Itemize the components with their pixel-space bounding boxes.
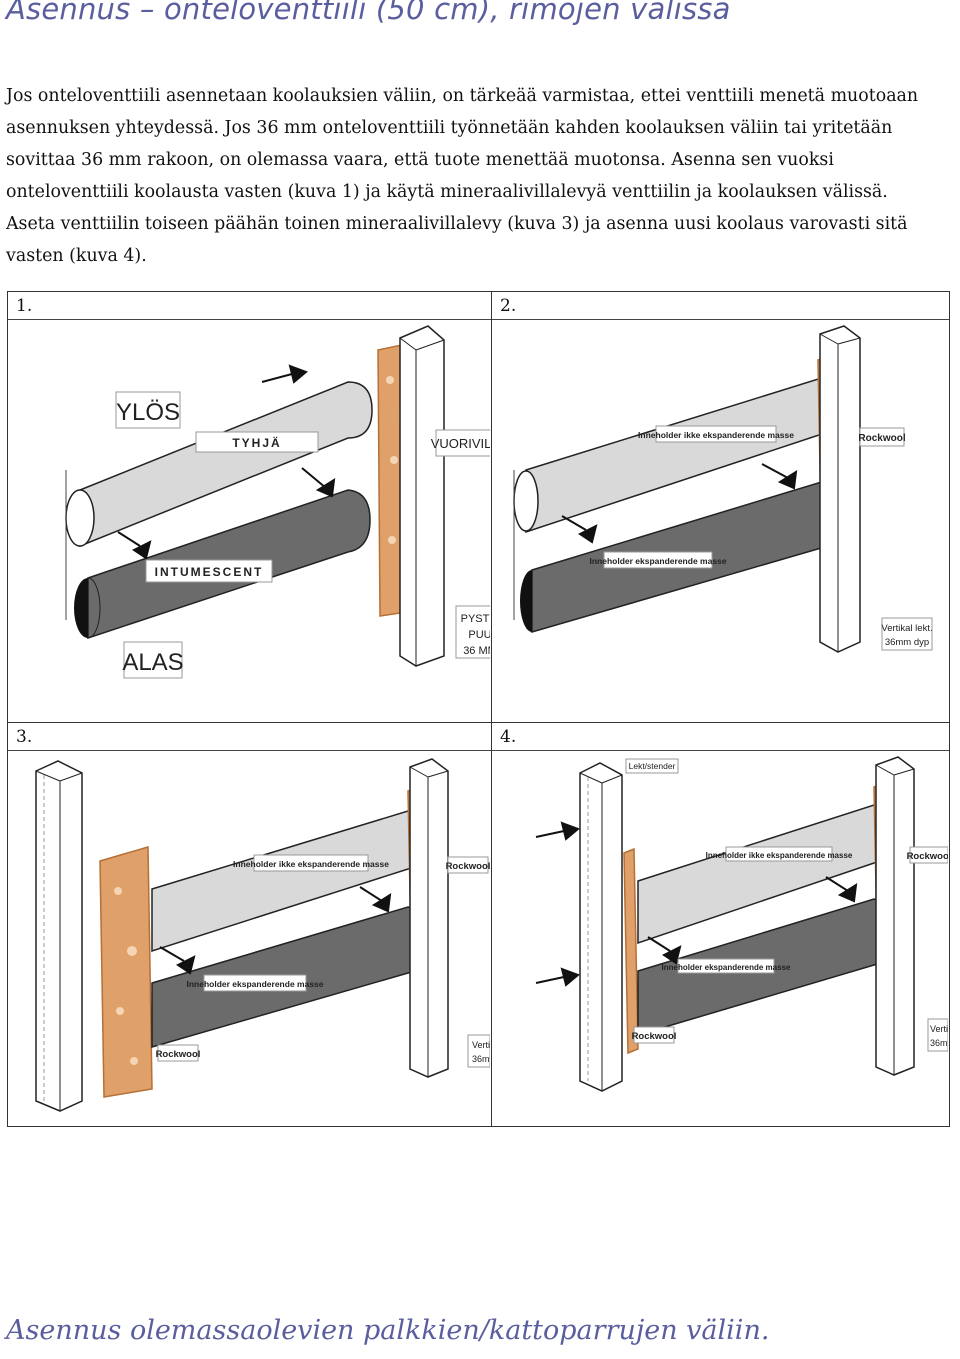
label-batten-1: Vertikal lekt.	[881, 623, 932, 634]
document-title: Asennus – onteloventtiili (50 cm), rimoj…	[6, 0, 731, 26]
intro-line: Aseta venttiilin toiseen päähän toinen m…	[6, 214, 908, 234]
label-batten-1: Vertikal lekt	[472, 1040, 490, 1050]
label-intumescent: INTUMESCENT	[155, 565, 264, 579]
intro-line: vasten (kuva 4).	[6, 246, 147, 266]
label-stud-2: PUU	[468, 629, 490, 641]
figure-2-drawing: Inneholder ikke ekspanderende masse Rock…	[513, 325, 933, 653]
label-batten-2: 36mm dyp	[885, 637, 929, 648]
intro-line: asennuksen yhteydessä. Jos 36 mm ontelov…	[6, 118, 893, 138]
label-no-expanding: Inneholder ikke ekspanderende masse	[706, 851, 853, 860]
divider	[492, 750, 949, 751]
divider	[8, 750, 491, 751]
bottom-heading: Asennus olemassaolevien palkkien/kattopa…	[6, 1315, 770, 1346]
label-empty: TYHJÄ	[232, 435, 281, 450]
arrow-icon	[561, 463, 798, 544]
label-stud-3: 36 MM	[463, 645, 490, 657]
label-expanding: Inneholder ekspanderende masse	[590, 556, 727, 566]
figure-grid: 1.	[7, 291, 950, 1127]
figure-4: 4. Lekt/	[491, 722, 949, 1126]
figure-3: 3. Inneholder ikke	[8, 722, 491, 1126]
divider	[8, 319, 491, 320]
label-batten-2: 36mm dyp	[930, 1038, 948, 1048]
label-rockwool-left: Rockwool	[632, 1031, 677, 1042]
label-rockwool-right: Rockwool	[907, 851, 948, 862]
label-stud-1: PYSTY-	[461, 613, 490, 625]
arrow-icon	[535, 821, 858, 987]
figure-4-drawing: Lekt/stender Inneholder ikke ekspanderen…	[535, 756, 948, 1092]
figure-number: 4.	[500, 727, 517, 747]
figure-1-drawing: YLÖS TYHJÄ VUORIVILLA INTUMESCENT ALAS P…	[65, 325, 490, 679]
arrow-icon	[117, 364, 336, 560]
label-no-expanding: Inneholder ikke ekspanderende masse	[233, 859, 389, 869]
label-rockwool-left: Rockwool	[156, 1049, 201, 1060]
divider	[492, 319, 949, 320]
figure-number: 3.	[16, 727, 33, 747]
figure-1: 1.	[8, 292, 491, 722]
label-expanding: Inneholder ekspanderende masse	[662, 963, 791, 972]
intro-paragraph: Jos onteloventtiili asennetaan koolauksi…	[6, 80, 956, 272]
label-rockwool: Rockwool	[858, 433, 905, 444]
label-stone-wool: VUORIVILLA	[431, 436, 490, 451]
label-expanding: Inneholder ekspanderende masse	[187, 979, 324, 989]
figure-2: 2. Inneholder ikke ekspanderende masse	[491, 292, 949, 722]
figure-number: 2.	[500, 296, 517, 316]
label-batten-2: 36mm dyp	[472, 1054, 490, 1064]
label-no-expanding: Inneholder ikke ekspanderende masse	[638, 430, 794, 440]
intro-line: sovittaa 36 mm rakoon, on olemassa vaara…	[6, 150, 834, 170]
label-up: YLÖS	[116, 399, 180, 426]
label-rockwool-right: Rockwool	[446, 861, 490, 872]
label-down: ALAS	[122, 649, 183, 676]
arrow-icon	[159, 886, 392, 975]
intro-line: Jos onteloventtiili asennetaan koolauksi…	[6, 86, 919, 106]
label-batten-1: Vertikal lekt	[930, 1024, 948, 1034]
figure-number: 1.	[16, 296, 33, 316]
figure-3-drawing: Inneholder ikke ekspanderende masse Rock…	[35, 758, 490, 1112]
intro-line: onteloventtiili koolausta vasten (kuva 1…	[6, 182, 888, 202]
label-batten-stud: Lekt/stender	[629, 761, 676, 771]
